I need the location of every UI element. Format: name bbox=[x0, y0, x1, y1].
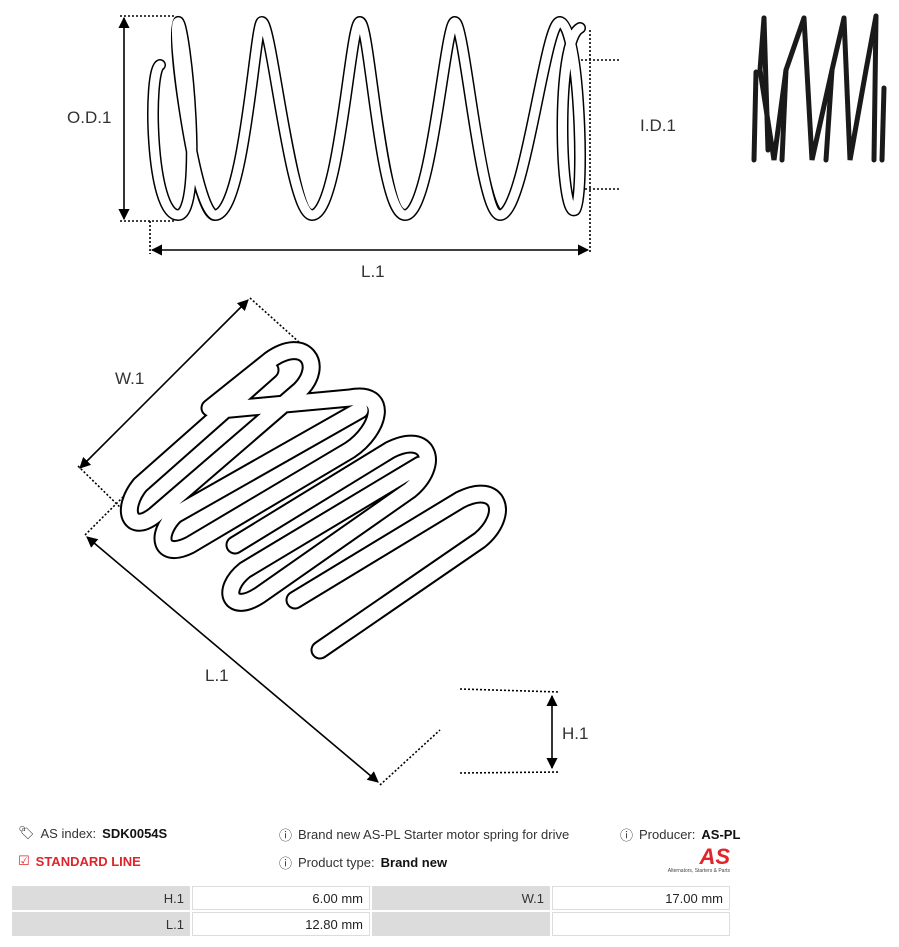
spec-key bbox=[372, 912, 550, 936]
standard-line-label: STANDARD LINE bbox=[35, 853, 141, 869]
width-label: W.1 bbox=[115, 369, 145, 388]
as-index-value: SDK0054S bbox=[102, 825, 168, 841]
length-label-bottom: L.1 bbox=[205, 666, 229, 685]
info-icon: ⓘ bbox=[620, 828, 634, 843]
as-pl-logo: AS Alternators, Starters & Parts bbox=[660, 844, 730, 875]
standard-line: ☑ STANDARD LINE bbox=[18, 853, 141, 869]
spec-value: 12.80 mm bbox=[192, 912, 370, 936]
as-index-label: AS index: bbox=[40, 825, 97, 841]
length-label-top: L.1 bbox=[361, 262, 385, 281]
as-index: 🏷 AS index: SDK0054S bbox=[18, 825, 167, 841]
spec-key: W.1 bbox=[372, 886, 550, 910]
spec-value bbox=[552, 912, 730, 936]
table-row: L.1 12.80 mm bbox=[12, 912, 730, 936]
specs-table: H.1 6.00 mm W.1 17.00 mm L.1 12.80 mm bbox=[10, 884, 732, 938]
producer-label: Producer: bbox=[639, 827, 696, 842]
side-view-diagram bbox=[118, 15, 620, 256]
product-type: ⓘ Product type: Brand new bbox=[279, 853, 447, 872]
spec-key: H.1 bbox=[12, 886, 190, 910]
table-row: H.1 6.00 mm W.1 17.00 mm bbox=[12, 886, 730, 910]
info-icon: ⓘ bbox=[279, 856, 293, 871]
spec-value: 6.00 mm bbox=[192, 886, 370, 910]
logo-mark: AS bbox=[699, 844, 730, 869]
spec-value: 17.00 mm bbox=[552, 886, 730, 910]
id-label: I.D.1 bbox=[640, 116, 676, 135]
product-type-value: Brand new bbox=[380, 855, 448, 870]
description-text: Brand new AS-PL Starter motor spring for… bbox=[298, 827, 570, 842]
info-icon: ⓘ bbox=[279, 828, 293, 843]
tags-icon: 🏷 bbox=[18, 825, 35, 840]
producer: ⓘ Producer: AS-PL bbox=[620, 825, 740, 844]
spring-photo bbox=[746, 10, 890, 168]
checkbox-icon: ☑ bbox=[18, 853, 30, 868]
producer-value: AS-PL bbox=[701, 827, 741, 842]
description: ⓘ Brand new AS-PL Starter motor spring f… bbox=[279, 825, 569, 844]
od-label: O.D.1 bbox=[67, 108, 112, 127]
height-label: H.1 bbox=[562, 724, 589, 743]
isometric-diagram bbox=[77, 297, 561, 786]
product-type-label: Product type: bbox=[298, 855, 375, 870]
spec-key: L.1 bbox=[12, 912, 190, 936]
logo-tagline: Alternators, Starters & Parts bbox=[667, 868, 730, 874]
